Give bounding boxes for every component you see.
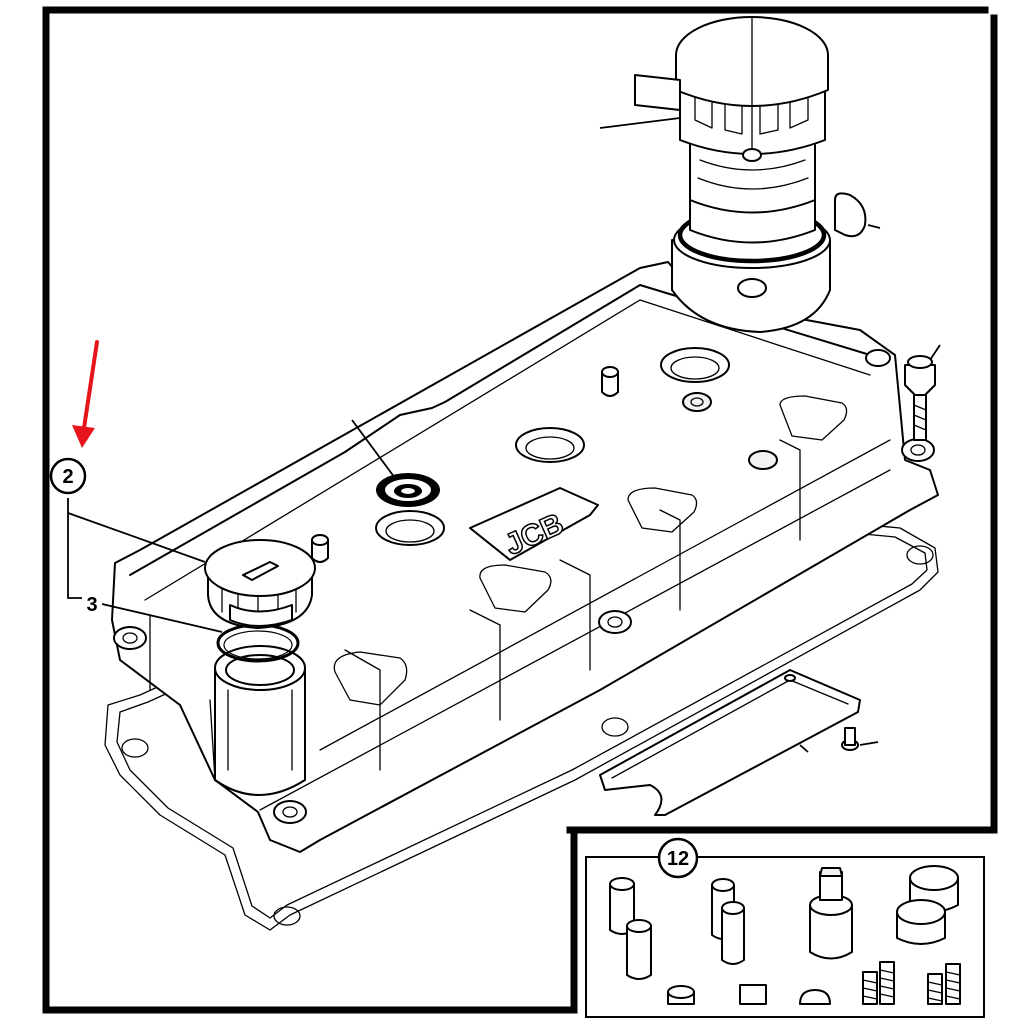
oil-filler-cap — [204, 539, 316, 629]
dowel-pins — [609, 877, 767, 1005]
plug-fitting — [809, 867, 853, 960]
callout-3: 3 — [86, 594, 97, 616]
callout-12: 12 — [657, 837, 699, 879]
callout-leaders — [67, 498, 223, 633]
callout-2: 2 — [49, 457, 87, 495]
cover-plate — [599, 669, 861, 816]
breather-housing — [599, 16, 881, 333]
diagram-frame — [42, 6, 998, 1014]
callout-12-label: 12 — [667, 848, 689, 870]
threaded-studs — [862, 961, 961, 1005]
plate-screw — [841, 727, 879, 751]
stud-bolt — [904, 344, 941, 441]
callout-2-label: 2 — [62, 466, 73, 488]
red-pointer-arrow-icon — [72, 340, 99, 448]
callout-3-label: 3 — [86, 594, 97, 616]
rubber-caps — [799, 865, 959, 1005]
grommet-seal — [351, 419, 440, 507]
oil-filler-neck — [214, 645, 306, 796]
kit-inset-panel — [566, 826, 998, 1018]
